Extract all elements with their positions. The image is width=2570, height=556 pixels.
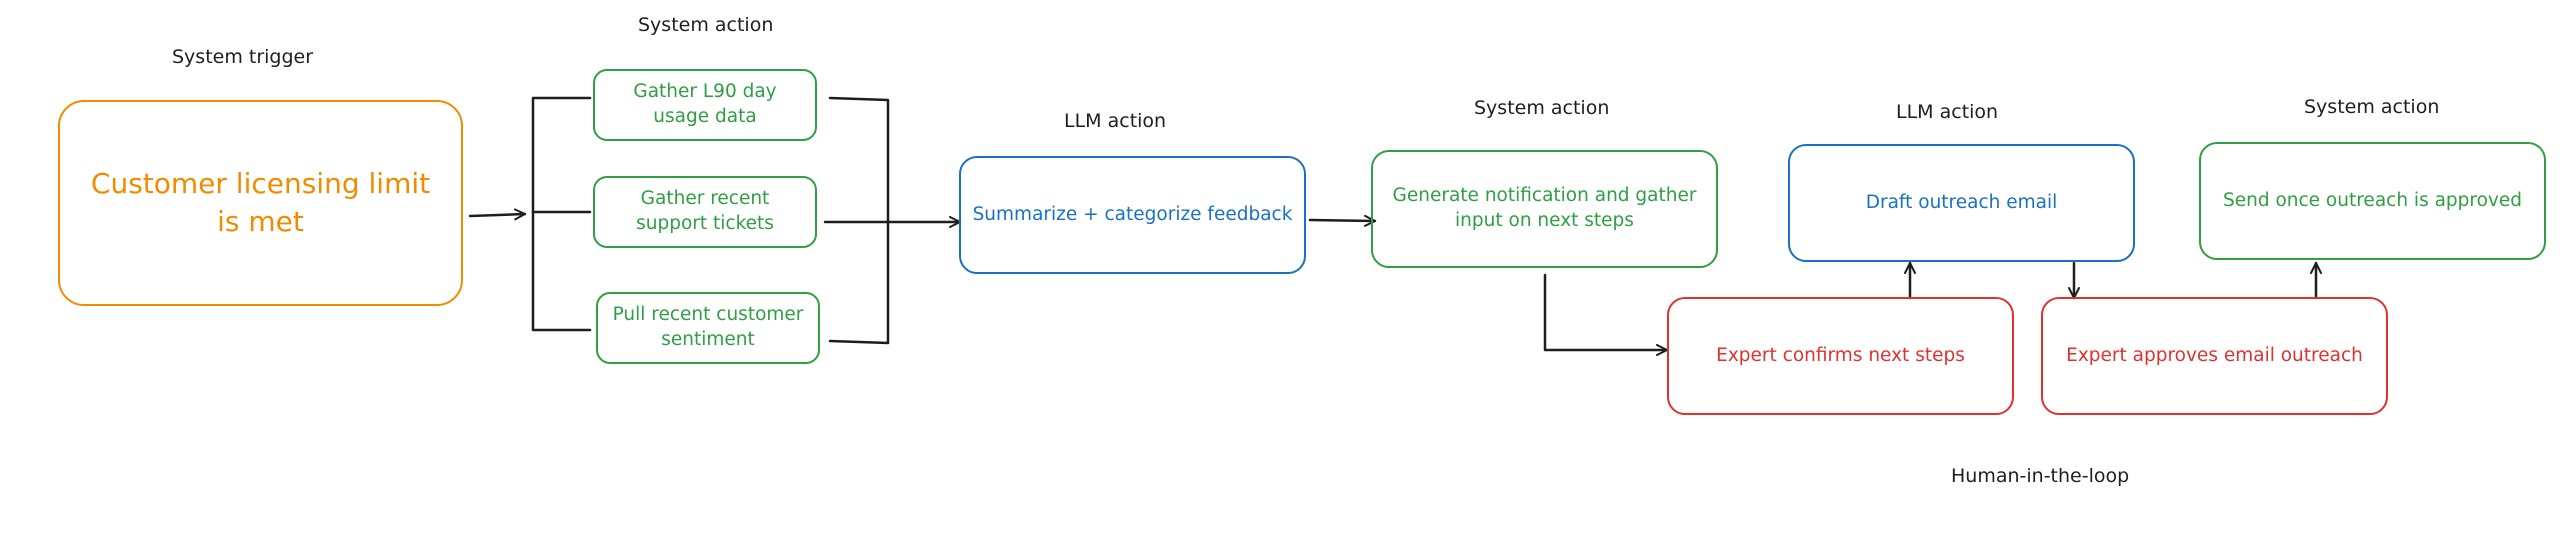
node-label: Customer licensing limit is met xyxy=(90,167,431,238)
node-expert-confirms-next-steps: Expert confirms next steps xyxy=(1667,297,2014,415)
node-summarize-feedback: Summarize + categorize feedback xyxy=(959,156,1306,274)
heading-system-action-send: System action xyxy=(2304,96,2440,118)
node-label: Gather L90 day usage data xyxy=(633,81,777,127)
node-gather-usage-data: Gather L90 day usage data xyxy=(593,69,817,141)
connector-summarize-to-generate xyxy=(1308,214,1377,227)
heading-system-trigger: System trigger xyxy=(172,46,314,68)
node-pull-customer-sentiment: Pull recent customer sentiment xyxy=(596,292,820,364)
heading-system-action-gather: System action xyxy=(638,14,774,36)
node-send-outreach: Send once outreach is approved xyxy=(2199,142,2546,260)
node-generate-notification: Generate notification and gather input o… xyxy=(1371,150,1718,268)
node-gather-support-tickets: Gather recent support tickets xyxy=(593,176,817,248)
connector-trigger-to-fanout xyxy=(468,208,527,221)
node-label: Generate notification and gather input o… xyxy=(1392,185,1697,231)
node-label: Expert approves email outreach xyxy=(2066,344,2363,366)
heading-llm-action-summarize: LLM action xyxy=(1064,110,1167,132)
heading-human-in-the-loop: Human-in-the-loop xyxy=(1951,465,2130,487)
node-label: Pull recent customer sentiment xyxy=(612,304,804,350)
merge-bracket xyxy=(828,96,890,345)
node-label: Summarize + categorize feedback xyxy=(972,203,1293,225)
heading-llm-action-draft: LLM action xyxy=(1896,101,1999,123)
node-label: Expert confirms next steps xyxy=(1716,344,1965,366)
connector-generate-to-expert-confirms xyxy=(1543,273,1669,356)
node-label: Draft outreach email xyxy=(1865,191,2058,213)
node-expert-approves-email-outreach: Expert approves email outreach xyxy=(2041,297,2388,415)
fanout-bracket xyxy=(531,96,592,332)
node-draft-outreach-email: Draft outreach email xyxy=(1788,144,2135,262)
node-label: Send once outreach is approved xyxy=(2222,189,2523,211)
node-label: Gather recent support tickets xyxy=(636,188,774,234)
node-customer-licensing-limit-met: Customer licensing limit is met xyxy=(58,100,463,306)
heading-system-action-notify: System action xyxy=(1474,97,1610,119)
